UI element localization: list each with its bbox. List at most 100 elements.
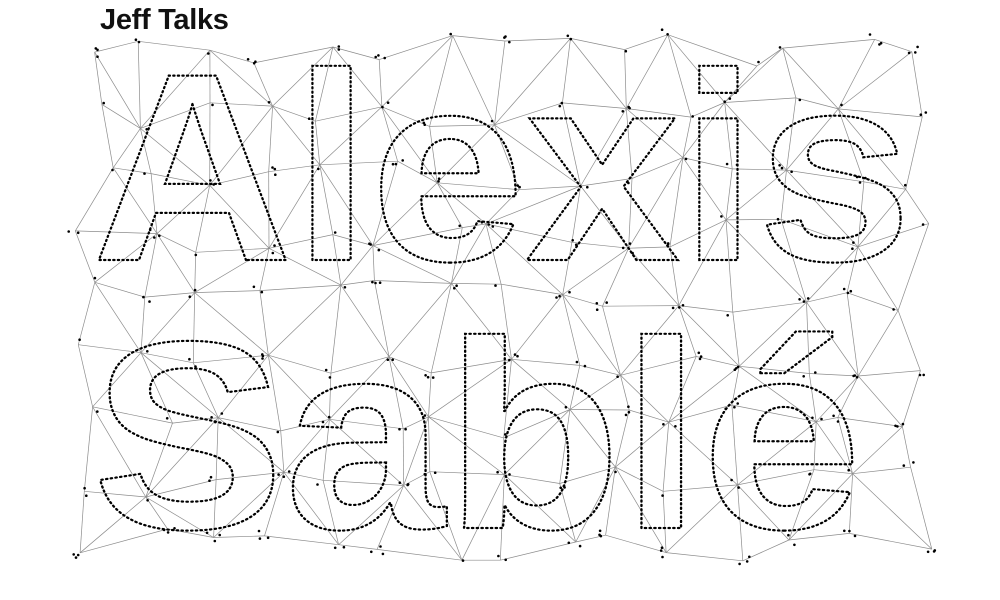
mesh-edge bbox=[283, 419, 330, 473]
mesh-edge bbox=[815, 375, 859, 422]
mesh-edge bbox=[624, 34, 668, 50]
mesh-point bbox=[254, 60, 257, 63]
mesh-point bbox=[213, 539, 217, 543]
mesh-edge bbox=[330, 356, 390, 374]
mesh-point bbox=[661, 555, 664, 559]
mesh-edge bbox=[429, 124, 495, 127]
mesh-edge bbox=[838, 108, 923, 118]
mesh-point bbox=[559, 486, 562, 490]
mesh-point bbox=[918, 373, 922, 377]
mesh-edge bbox=[504, 409, 571, 475]
mesh-edge bbox=[562, 38, 571, 103]
mesh-point bbox=[401, 159, 405, 162]
mesh-point bbox=[398, 427, 401, 431]
mesh-edge bbox=[559, 466, 616, 484]
mesh-edge bbox=[268, 164, 320, 173]
mesh-point bbox=[496, 470, 499, 474]
mesh-edge bbox=[902, 426, 911, 468]
mesh-edge bbox=[519, 185, 581, 191]
mesh-point bbox=[853, 534, 857, 538]
mesh-edge bbox=[74, 230, 96, 283]
mesh-edge bbox=[857, 189, 906, 248]
mesh-point bbox=[271, 166, 274, 169]
mesh-edge bbox=[376, 485, 404, 550]
mesh-point bbox=[921, 223, 925, 226]
mesh-edge bbox=[428, 416, 505, 475]
mesh-edge bbox=[731, 366, 740, 406]
mesh-edge bbox=[140, 128, 210, 186]
mesh-edge bbox=[669, 157, 684, 247]
mesh-point bbox=[209, 475, 213, 479]
mesh-point bbox=[724, 407, 727, 411]
mesh-edge bbox=[500, 541, 576, 561]
mesh-edge bbox=[94, 52, 103, 105]
mesh-edge bbox=[690, 102, 725, 118]
mesh-edge bbox=[372, 245, 375, 281]
mesh-edge bbox=[852, 426, 903, 474]
mesh-point bbox=[210, 416, 213, 419]
mesh-point bbox=[374, 281, 377, 285]
mesh-point bbox=[922, 373, 925, 377]
mesh-point bbox=[383, 56, 387, 60]
artwork-line-2: Sablé bbox=[92, 285, 862, 585]
mesh-point bbox=[423, 414, 427, 417]
mesh-edge bbox=[569, 375, 621, 410]
mesh-point bbox=[271, 251, 275, 255]
mesh-edge bbox=[485, 223, 572, 243]
mesh-edge bbox=[562, 247, 629, 295]
mesh-edge bbox=[725, 168, 733, 220]
mesh-point bbox=[504, 433, 507, 436]
mesh-point bbox=[258, 537, 262, 540]
mesh-point bbox=[508, 358, 511, 362]
mesh-edge bbox=[372, 161, 398, 246]
mesh-edge bbox=[626, 108, 692, 118]
mesh-point bbox=[333, 231, 337, 234]
mesh-point bbox=[662, 423, 665, 426]
mesh-edge bbox=[319, 164, 334, 235]
mesh-point bbox=[858, 181, 862, 184]
mesh-edge bbox=[264, 472, 285, 537]
mesh-edge bbox=[780, 219, 807, 303]
mesh-point bbox=[836, 420, 840, 423]
mesh-point bbox=[919, 113, 923, 116]
mesh-point bbox=[508, 473, 511, 476]
mesh-point bbox=[431, 376, 435, 379]
mesh-edge bbox=[625, 34, 669, 109]
mesh-point bbox=[901, 422, 905, 426]
mesh-point bbox=[932, 550, 936, 553]
mesh-point bbox=[377, 54, 380, 57]
mesh-edge bbox=[494, 124, 520, 190]
mesh-edge bbox=[431, 358, 512, 374]
triangulation-mesh bbox=[74, 34, 933, 562]
mesh-point bbox=[266, 536, 270, 540]
mesh-point bbox=[276, 430, 280, 434]
mesh-edge bbox=[570, 38, 625, 50]
mesh-edge bbox=[193, 354, 269, 364]
mesh-point bbox=[778, 46, 782, 49]
mesh-edge bbox=[857, 246, 899, 311]
mesh-edge bbox=[511, 359, 571, 410]
mesh-edge bbox=[112, 167, 158, 234]
mesh-edge bbox=[388, 356, 432, 374]
mesh-point bbox=[165, 417, 169, 420]
mesh-point bbox=[193, 288, 197, 292]
mesh-edge bbox=[625, 108, 633, 179]
mesh-edge bbox=[268, 284, 342, 356]
mesh-edge bbox=[94, 233, 158, 283]
mesh-edge bbox=[678, 305, 733, 313]
mesh-edge bbox=[140, 102, 211, 129]
mesh-edge bbox=[195, 247, 270, 253]
mesh-point bbox=[453, 286, 456, 290]
mesh-edge bbox=[503, 409, 571, 439]
mesh-point bbox=[142, 295, 145, 299]
mesh-point bbox=[458, 224, 462, 228]
mesh-edge bbox=[863, 181, 906, 190]
mesh-point bbox=[327, 415, 331, 419]
mesh-point bbox=[684, 157, 688, 161]
mesh-point bbox=[698, 357, 702, 361]
mesh-edge bbox=[786, 97, 797, 171]
mesh-point bbox=[628, 242, 632, 245]
mesh-edge bbox=[215, 417, 219, 480]
mesh-edge bbox=[429, 471, 463, 561]
mesh-edge bbox=[192, 362, 219, 418]
